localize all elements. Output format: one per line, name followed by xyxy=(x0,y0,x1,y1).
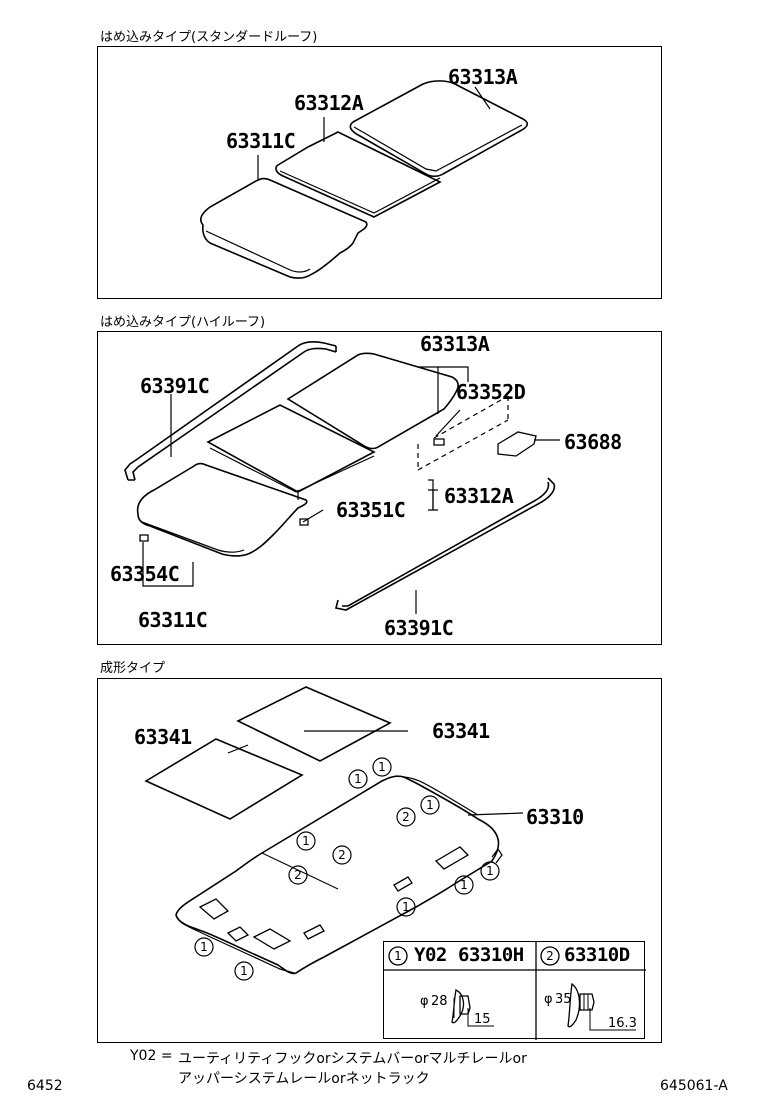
legend-len-2: 16.3 xyxy=(608,1016,637,1031)
callout-1: 1 xyxy=(302,834,310,848)
section-title-high-roof: はめ込みタイプ(ハイルーフ) xyxy=(100,315,266,330)
callout-circles xyxy=(194,757,500,981)
legend-dia-symbol-1: φ xyxy=(420,994,429,1009)
note-prefix: Y02 = xyxy=(130,1048,173,1064)
high-roof-diagram xyxy=(124,340,560,614)
part-label-63311C: 63311C xyxy=(226,129,296,153)
side-rail-right xyxy=(335,477,556,611)
clip-legend: 1 2 Y02 63310H 63310D φ 28 15 φ 35 16.3 xyxy=(383,941,646,1040)
panel-standard-roof: 63313A 63312A 63311C xyxy=(97,46,662,299)
part-label-63341-right: 63341 xyxy=(432,719,490,743)
callout-1: 1 xyxy=(402,900,410,914)
callout-1: 1 xyxy=(426,798,434,812)
callout-numbers: 1 1 2 1 1 2 2 1 1 1 1 1 xyxy=(200,760,494,978)
legend-num-1: 1 xyxy=(394,949,402,963)
part-label-63312A: 63312A xyxy=(444,484,514,508)
legend-num-2: 2 xyxy=(546,949,554,963)
footer-figure-id: 645061-A xyxy=(660,1078,728,1094)
callout-1: 1 xyxy=(378,760,386,774)
part-label-63354C: 63354C xyxy=(110,562,180,586)
standard-roof-diagram xyxy=(200,80,529,279)
legend-dia-symbol-2: φ xyxy=(544,992,553,1007)
opening-left xyxy=(198,898,230,920)
molded-roof-diagram: 1 1 2 1 1 2 2 1 1 1 1 1 xyxy=(144,686,524,981)
legend-dia-2: 35 xyxy=(555,992,572,1007)
panel-high-roof: 63313A 63352D 63688 63391C 63312A 63351C… xyxy=(97,331,662,645)
part-63688 xyxy=(497,431,537,457)
legend-dia-1: 28 xyxy=(431,994,448,1009)
clip-63310D-head xyxy=(567,982,581,1028)
callout-1: 1 xyxy=(460,878,468,892)
grip-a xyxy=(393,876,413,892)
front-panel-63311C xyxy=(136,462,308,557)
rear-panel-63313A xyxy=(286,352,459,450)
callout-1: 1 xyxy=(240,964,248,978)
section-title-standard-roof: はめ込みタイプ(スタンダードルーフ) xyxy=(100,30,318,45)
clip-63351C xyxy=(299,518,309,526)
clip-legend-drawing: 1 2 xyxy=(384,942,646,1040)
part-label-63313A: 63313A xyxy=(420,332,490,356)
callout-1: 1 xyxy=(200,940,208,954)
front-panel-63311C xyxy=(200,177,368,279)
rear-panel-63313A xyxy=(349,80,529,178)
part-label-63310: 63310 xyxy=(526,805,584,829)
panel-molded-type: 1 1 2 1 1 2 2 1 1 1 1 1 63341 63341 6331… xyxy=(97,678,662,1043)
part-label-63313A: 63313A xyxy=(448,65,518,89)
part-label-63688: 63688 xyxy=(564,430,622,454)
note-line-1: ユーティリティフックorシステムバーorマルチレールor xyxy=(178,1051,527,1067)
legend-code-Y02: Y02 xyxy=(414,944,447,966)
sheet-63341-rear xyxy=(236,686,392,762)
part-label-63391C-lower: 63391C xyxy=(384,616,454,640)
legend-part-63310H: 63310H xyxy=(458,944,524,966)
part-label-63352D: 63352D xyxy=(456,380,526,404)
middle-panel-63312A xyxy=(206,404,376,493)
part-label-63311C: 63311C xyxy=(138,608,208,632)
clip-63310D-body xyxy=(579,993,595,1011)
clip-63310H-body xyxy=(459,995,471,1015)
legend-part-63310D: 63310D xyxy=(564,944,630,966)
callout-2: 2 xyxy=(294,868,302,882)
callout-1: 1 xyxy=(486,864,494,878)
part-label-63351C: 63351C xyxy=(336,498,406,522)
footer-page-number: 6452 xyxy=(27,1078,63,1094)
part-label-63391C-upper: 63391C xyxy=(140,374,210,398)
part-label-63341-left: 63341 xyxy=(134,725,192,749)
grip-b xyxy=(303,924,325,940)
callout-2: 2 xyxy=(402,810,410,824)
callout-1: 1 xyxy=(354,772,362,786)
middle-panel-63312A xyxy=(275,131,442,218)
section-title-molded-type: 成形タイプ xyxy=(100,661,166,676)
note-line-2: アッパーシステムレールorネットラック xyxy=(178,1071,430,1087)
clip-63352D xyxy=(433,438,445,446)
clip-63354C xyxy=(139,534,149,542)
opening-mid xyxy=(226,926,250,942)
side-rail-left xyxy=(124,340,337,481)
opening-right xyxy=(434,846,470,870)
sheet-63341-front xyxy=(144,738,304,820)
opening-dome xyxy=(252,928,292,950)
part-label-63312A: 63312A xyxy=(294,91,364,115)
callout-2: 2 xyxy=(338,848,346,862)
legend-len-1: 15 xyxy=(474,1012,491,1027)
